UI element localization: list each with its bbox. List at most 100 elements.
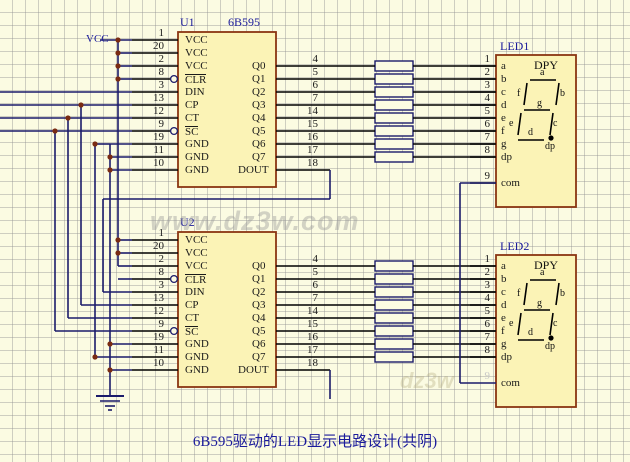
pin-label: DOUT <box>238 164 269 176</box>
segment-label-g: g <box>537 98 542 109</box>
pin-label: GND <box>185 364 209 376</box>
pin-number: 1 <box>158 27 165 39</box>
pin-label: DOUT <box>238 364 269 376</box>
pin-label: c <box>501 86 506 98</box>
u2-right-pin-stubs <box>276 265 330 371</box>
pin-label: b <box>501 73 507 85</box>
pin-number: 17 <box>307 144 318 156</box>
pin-label: Q2 <box>252 86 266 98</box>
pin-number: 12 <box>153 305 164 317</box>
pin-label: VCC <box>185 60 208 72</box>
pin-label: GND <box>185 151 209 163</box>
segment-label-e: e <box>509 318 514 329</box>
resistor-bank-2-graphics <box>374 260 414 363</box>
pin-label: b <box>501 273 507 285</box>
pin-label: CT <box>185 312 200 324</box>
u2-clr-inversion-bubble <box>169 274 179 284</box>
pin-label: a <box>501 60 506 72</box>
display-part-led2: DPY <box>534 258 559 272</box>
chip-part-u1: 6B595 <box>228 15 261 29</box>
pin-number: 6 <box>312 279 319 291</box>
pin-label: Q7 <box>252 151 266 163</box>
figure-caption: 6B595驱动的LED显示电路设计(共阴) <box>192 434 438 450</box>
pin-number: 8 <box>158 266 165 278</box>
pin-label: Q6 <box>252 338 266 350</box>
pin-number: 8 <box>484 344 491 356</box>
segment-label-e: e <box>509 118 514 129</box>
u1-left-pin-stubs <box>132 39 178 171</box>
segment-label-a: a <box>540 267 545 278</box>
pin-label: VCC <box>185 34 208 46</box>
pin-number: 8 <box>484 144 491 156</box>
pin-number: 16 <box>307 131 318 143</box>
pin-label: c <box>501 286 506 298</box>
pin-label: VCC <box>185 247 208 259</box>
resistor-bank-1-graphics <box>374 60 414 163</box>
pin-number: 11 <box>153 344 164 356</box>
pin-label: Q5 <box>252 325 266 337</box>
pin-number: 18 <box>307 157 318 169</box>
pin-number: 1 <box>484 253 491 265</box>
pin-label: e <box>501 112 506 124</box>
led1-seven-segment-graphic <box>517 79 560 141</box>
vcc-bus <box>100 39 132 266</box>
pin-number: 18 <box>307 357 318 369</box>
pin-label: DIN <box>185 86 205 98</box>
pin-number: 8 <box>158 66 165 78</box>
pin-label: f <box>501 325 505 337</box>
pin-number: 5 <box>484 305 491 317</box>
segment-label-f: f <box>517 288 521 299</box>
pin-number: 2 <box>484 66 491 78</box>
pin-label: com <box>501 377 520 389</box>
pin-number: 9 <box>158 318 165 330</box>
display-part-led1: DPY <box>534 58 559 72</box>
pin-label: e <box>501 312 506 324</box>
pin-number: 4 <box>484 92 491 104</box>
display-ref-led1: LED1 <box>500 39 530 53</box>
pin-label: Q4 <box>252 112 266 124</box>
segment-label-a: a <box>540 67 545 78</box>
pin-label: g <box>501 138 507 150</box>
pin-number: 5 <box>312 66 319 78</box>
pin-number: 6 <box>312 79 319 91</box>
pin-label: Q5 <box>252 125 266 137</box>
pin-number: 3 <box>484 79 491 91</box>
pin-label: VCC <box>185 260 208 272</box>
u1-clr-inversion-bubble <box>169 74 179 84</box>
led2-pin-stubs <box>470 265 496 358</box>
pin-label: a <box>501 260 506 272</box>
pin-label: CLR <box>185 74 207 86</box>
pin-number: 9 <box>484 370 491 382</box>
signal-bus-left <box>0 52 132 371</box>
chip-ref-u1: U1 <box>180 15 195 29</box>
display-ref-led2: LED2 <box>500 239 530 253</box>
pin-number: 2 <box>158 53 165 65</box>
pin-label: CP <box>185 99 199 111</box>
pin-number: 20 <box>153 40 164 52</box>
pin-number: 1 <box>484 53 491 65</box>
pin-number: 7 <box>484 331 491 343</box>
pin-label: GND <box>185 351 209 363</box>
pin-number: 10 <box>153 157 164 169</box>
pin-number: 14 <box>307 105 318 117</box>
pin-number: 15 <box>307 118 318 130</box>
chip-body-u1 <box>177 31 277 188</box>
pin-label: DIN <box>185 286 205 298</box>
segment-label-g: g <box>537 298 542 309</box>
pin-label: Q3 <box>252 99 266 111</box>
pin-label: GND <box>185 138 209 150</box>
pin-label: Q1 <box>252 73 266 85</box>
u1-sc-inversion-bubble <box>169 126 179 136</box>
u2-left-pin-stubs <box>132 239 178 371</box>
segment-label-b: b <box>560 88 565 99</box>
pin-number: 14 <box>307 305 318 317</box>
pin-number: 9 <box>158 118 165 130</box>
pin-number: 12 <box>153 105 164 117</box>
vcc-label: VCC <box>86 33 109 45</box>
pin-number: 2 <box>158 253 165 265</box>
ground-symbol <box>96 370 124 411</box>
pin-number: 17 <box>307 344 318 356</box>
pin-label: Q1 <box>252 273 266 285</box>
pin-number: 4 <box>312 253 319 265</box>
pin-label: CLR <box>185 274 207 286</box>
